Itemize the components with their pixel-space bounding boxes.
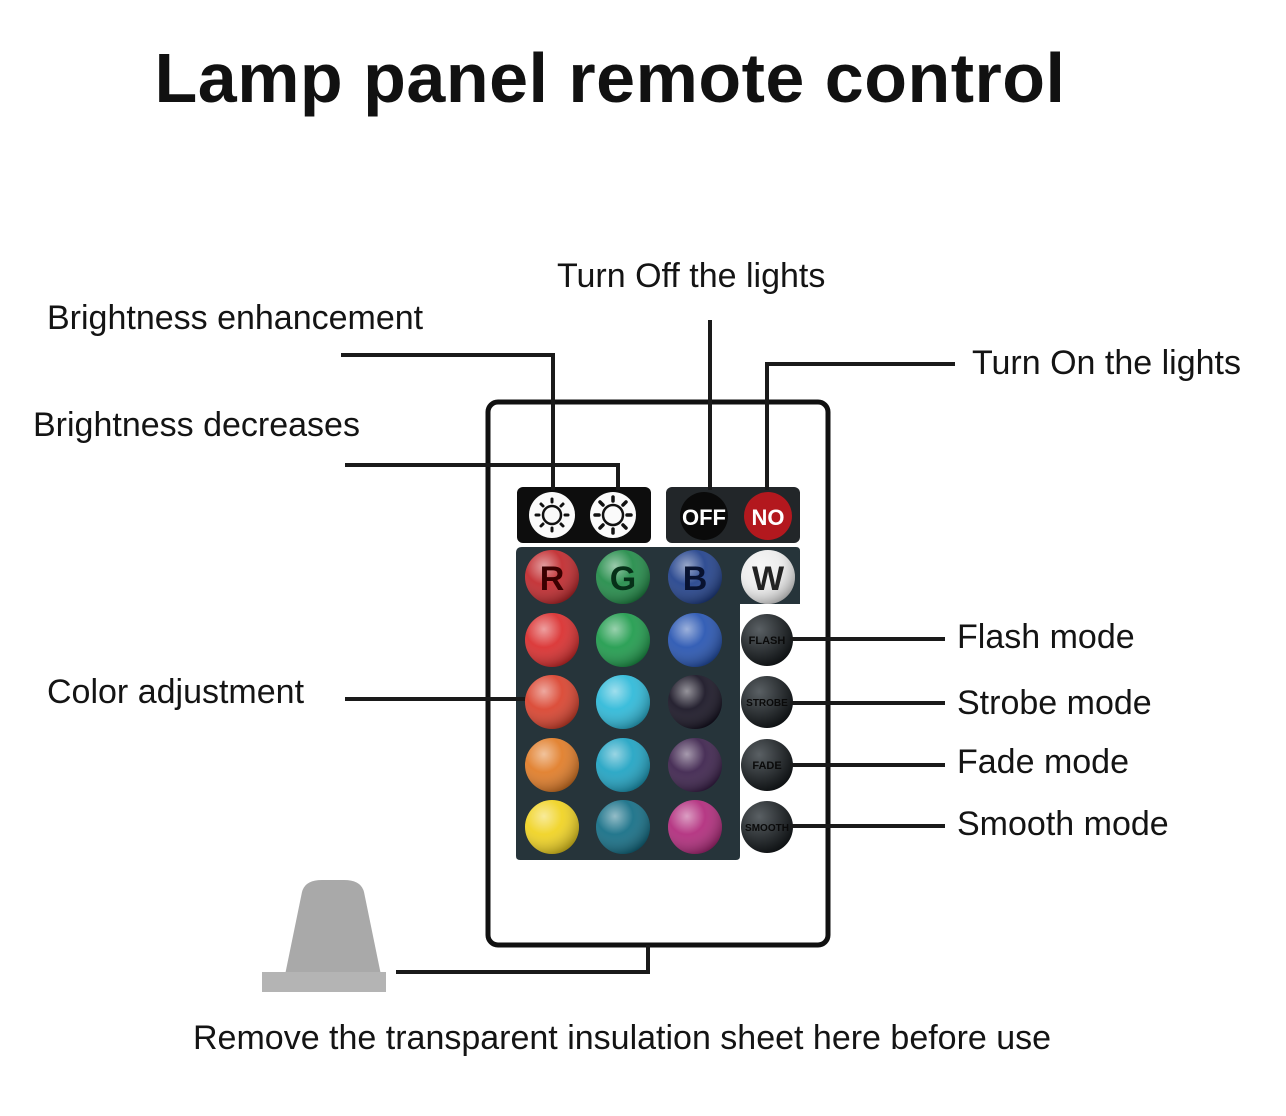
off-button-label: OFF <box>682 505 726 530</box>
color-grid <box>525 613 722 854</box>
strobe-button[interactable]: STROBE <box>741 676 793 728</box>
insulation-tab-icon <box>262 880 386 992</box>
label-brightness-enhancement: Brightness enhancement <box>47 299 424 337</box>
smooth-button[interactable]: SMOOTH <box>741 801 793 853</box>
color-button[interactable] <box>525 613 579 667</box>
leader-lines <box>341 320 955 974</box>
flash-button-label: FLASH <box>749 635 786 647</box>
r-button-label: R <box>540 560 565 598</box>
label-smooth-mode: Smooth mode <box>957 805 1169 843</box>
label-fade-mode: Fade mode <box>957 743 1129 781</box>
color-button[interactable] <box>668 738 722 792</box>
r-button[interactable]: R <box>525 550 579 604</box>
color-button[interactable] <box>525 675 579 729</box>
w-button[interactable]: W <box>741 550 795 604</box>
label-insulation-note: Remove the transparent insulation sheet … <box>193 1019 1052 1057</box>
off-button[interactable]: OFF <box>680 492 728 540</box>
leader-insulation <box>396 945 650 974</box>
label-brightness-decreases: Brightness decreases <box>33 406 360 444</box>
fade-button-label: FADE <box>752 760 781 772</box>
label-turn-on: Turn On the lights <box>972 344 1241 382</box>
g-button-label: G <box>610 560 636 598</box>
brightness-down-button[interactable] <box>529 492 575 538</box>
color-button[interactable] <box>596 800 650 854</box>
b-button-label: B <box>683 560 708 598</box>
smooth-button-label: SMOOTH <box>745 823 789 834</box>
leader-brightness-up <box>341 353 555 490</box>
w-button-label: W <box>752 560 785 598</box>
color-panel <box>516 547 800 860</box>
strobe-button-label: STROBE <box>746 698 788 709</box>
color-button[interactable] <box>668 800 722 854</box>
color-button[interactable] <box>596 738 650 792</box>
color-button[interactable] <box>525 800 579 854</box>
label-turn-off: Turn Off the lights <box>557 257 826 295</box>
leader-turn-on <box>765 362 955 490</box>
color-button[interactable] <box>596 613 650 667</box>
fade-button[interactable]: FADE <box>741 739 793 791</box>
label-strobe-mode: Strobe mode <box>957 684 1152 722</box>
color-button[interactable] <box>668 613 722 667</box>
g-button[interactable]: G <box>596 550 650 604</box>
leader-brightness-down <box>345 463 620 490</box>
on-button[interactable]: NO <box>744 492 792 540</box>
b-button[interactable]: B <box>668 550 722 604</box>
page-title: Lamp panel remote control <box>154 39 1066 117</box>
color-button[interactable] <box>525 738 579 792</box>
label-flash-mode: Flash mode <box>957 618 1135 656</box>
on-button-label: NO <box>752 505 785 530</box>
color-button[interactable] <box>668 675 722 729</box>
flash-button[interactable]: FLASH <box>741 614 793 666</box>
label-color-adjustment: Color adjustment <box>47 673 305 711</box>
color-button[interactable] <box>596 675 650 729</box>
brightness-up-button[interactable] <box>590 492 636 538</box>
sun-bright-icon <box>601 503 625 527</box>
sun-dim-icon <box>541 504 563 526</box>
